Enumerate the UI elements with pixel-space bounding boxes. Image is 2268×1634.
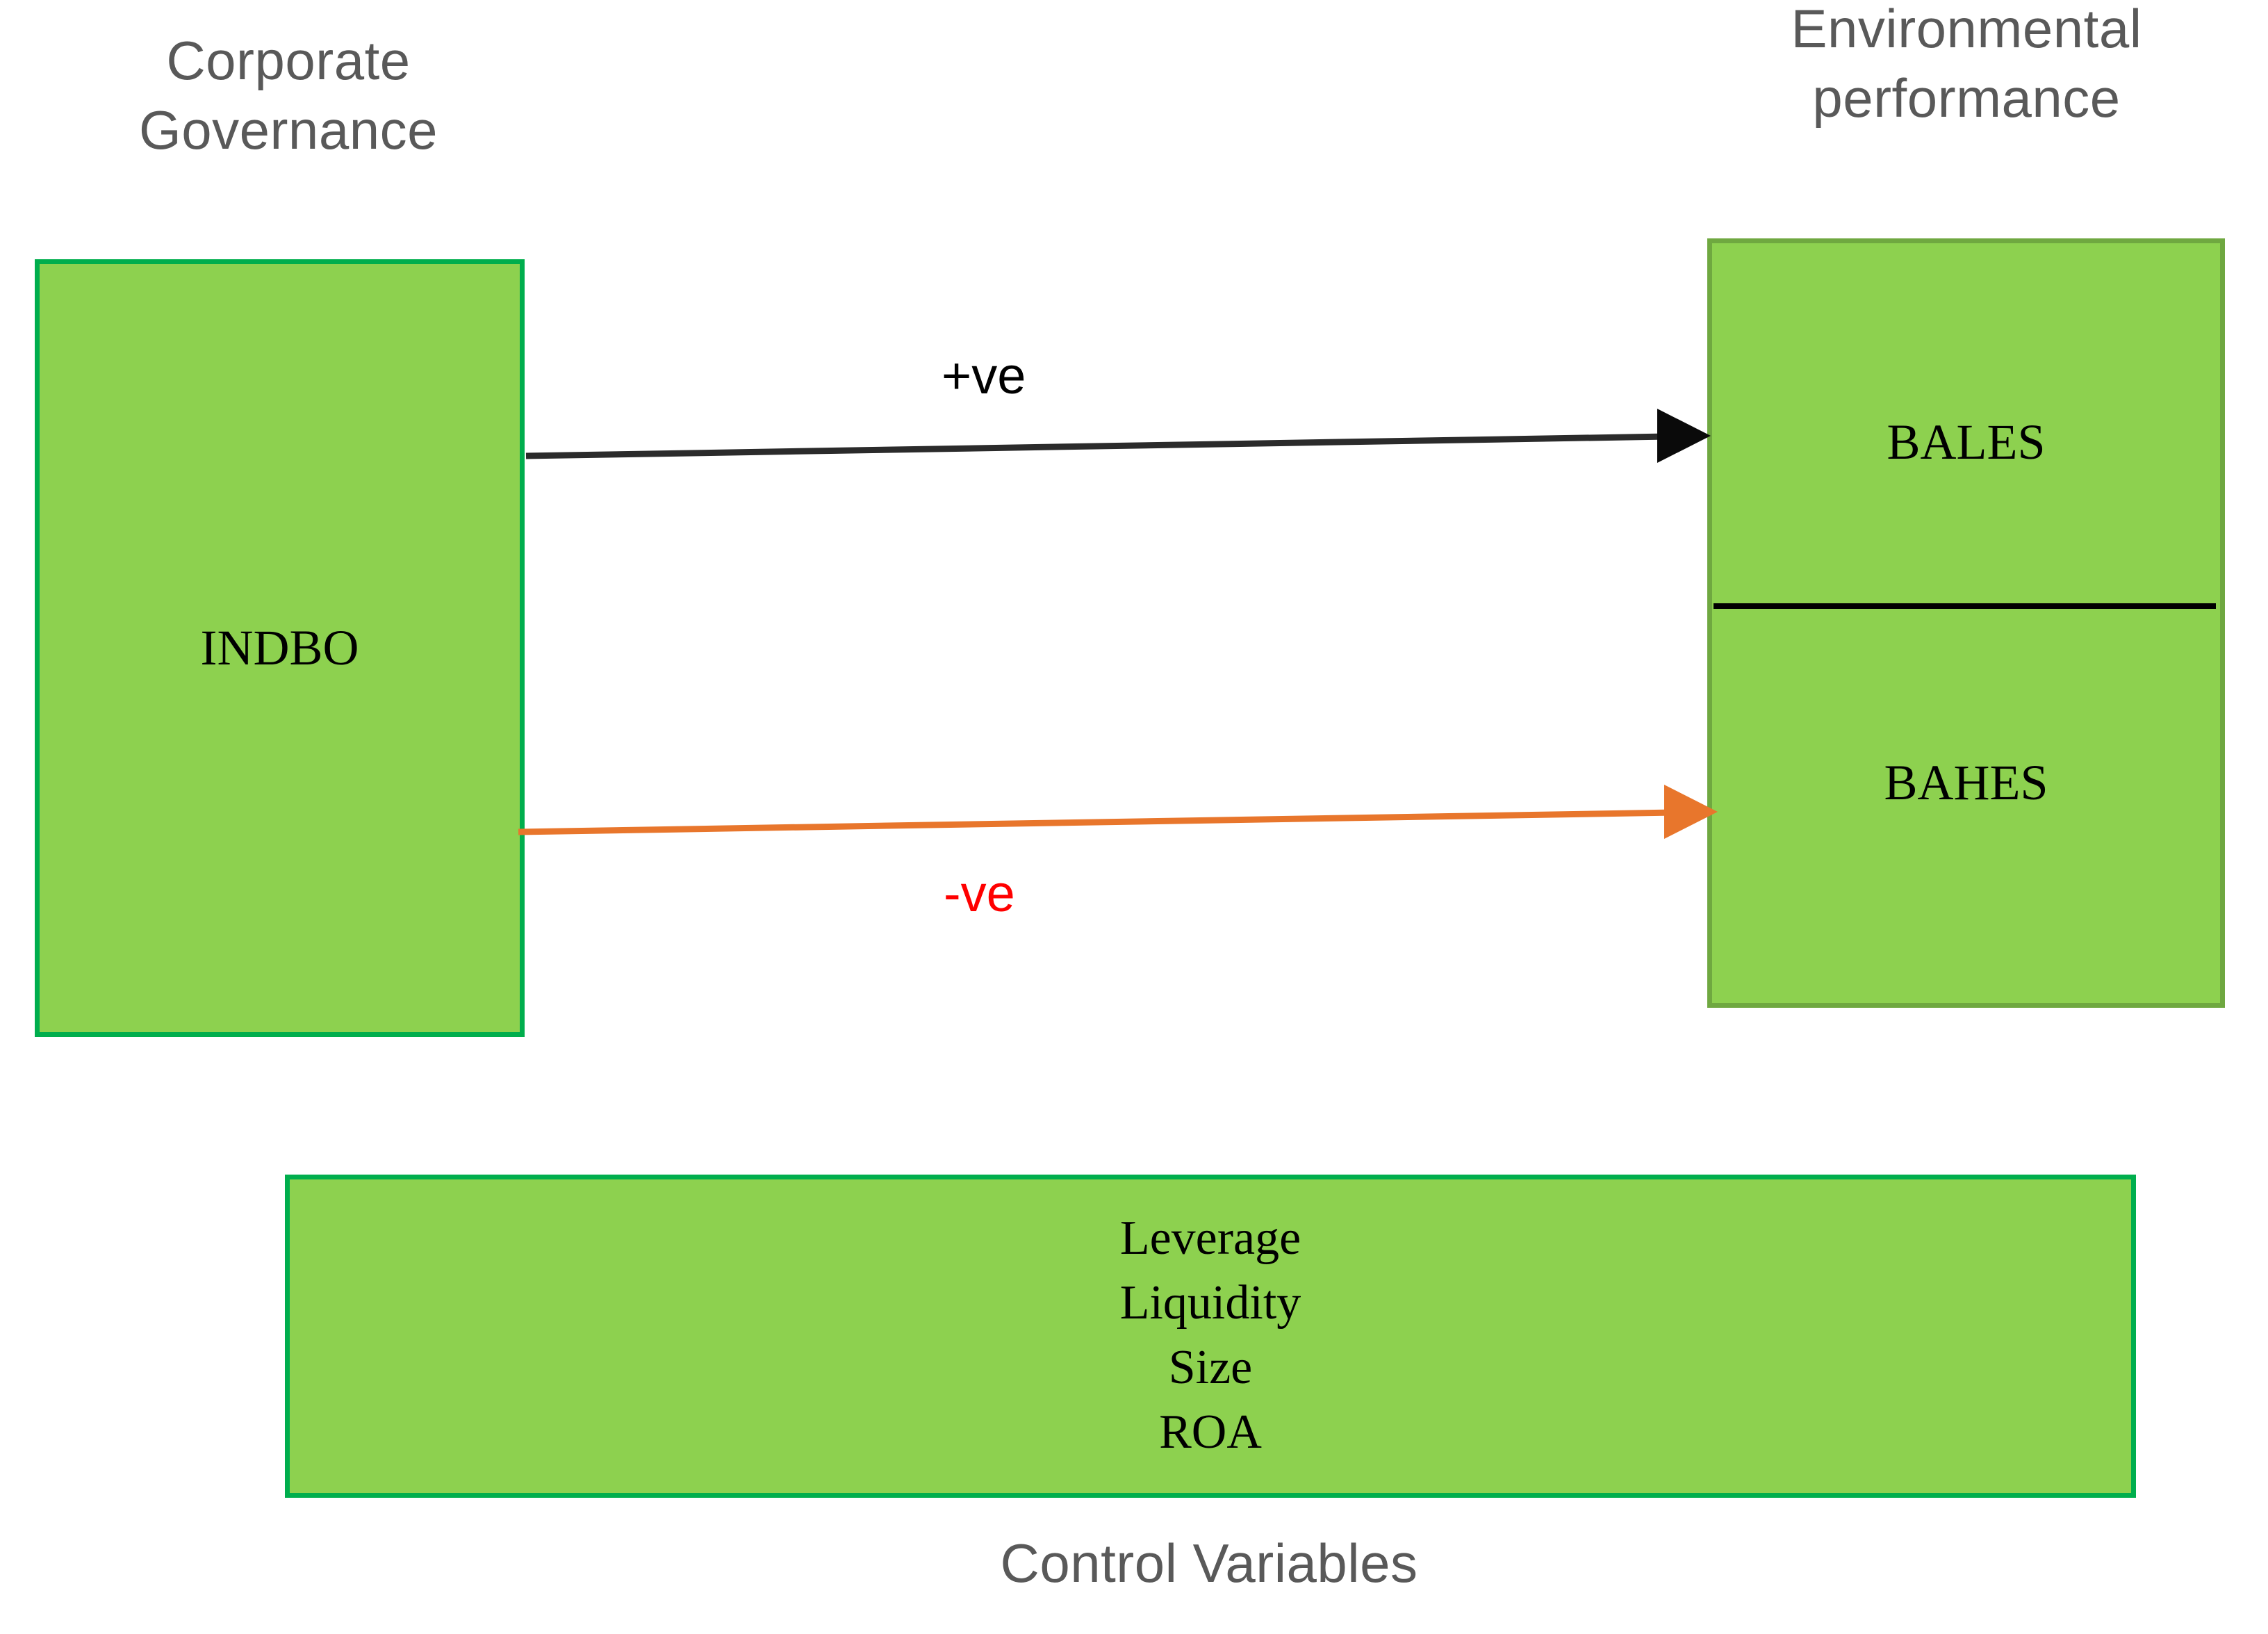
- control-variables-box: Leverage Liquidity Size ROA: [285, 1175, 2136, 1498]
- control-variable-item: ROA: [1159, 1405, 1262, 1460]
- control-variable-item: Size: [1168, 1341, 1253, 1395]
- outcome-box-environmental-performance: BALES BAHES: [1707, 238, 2225, 1008]
- arrow-negative-indbo-to-bahes: [518, 785, 1718, 839]
- control-variable-item: Leverage: [1119, 1211, 1301, 1265]
- control-variables-list: Leverage Liquidity Size ROA: [290, 1206, 2131, 1464]
- predictor-box-label: INDBO: [200, 620, 359, 676]
- heading-corporate-governance: Corporate Governance: [139, 30, 438, 161]
- control-variable-item: Liquidity: [1119, 1276, 1301, 1330]
- heading-environmental-performance: Environmental performance: [1791, 0, 2142, 129]
- predictor-box-indbo: INDBO: [35, 259, 525, 1037]
- heading-control-variables: Control Variables: [1000, 1533, 1418, 1594]
- relationship-sign-negative: -ve: [944, 865, 1015, 922]
- outcome-label-bahes: BAHES: [1884, 755, 2048, 810]
- outcome-box-divider: [1714, 603, 2216, 609]
- relationship-sign-positive: +ve: [942, 347, 1026, 405]
- arrow-positive-indbo-to-bales: [525, 409, 1711, 463]
- outcome-label-bales: BALES: [1887, 414, 2046, 470]
